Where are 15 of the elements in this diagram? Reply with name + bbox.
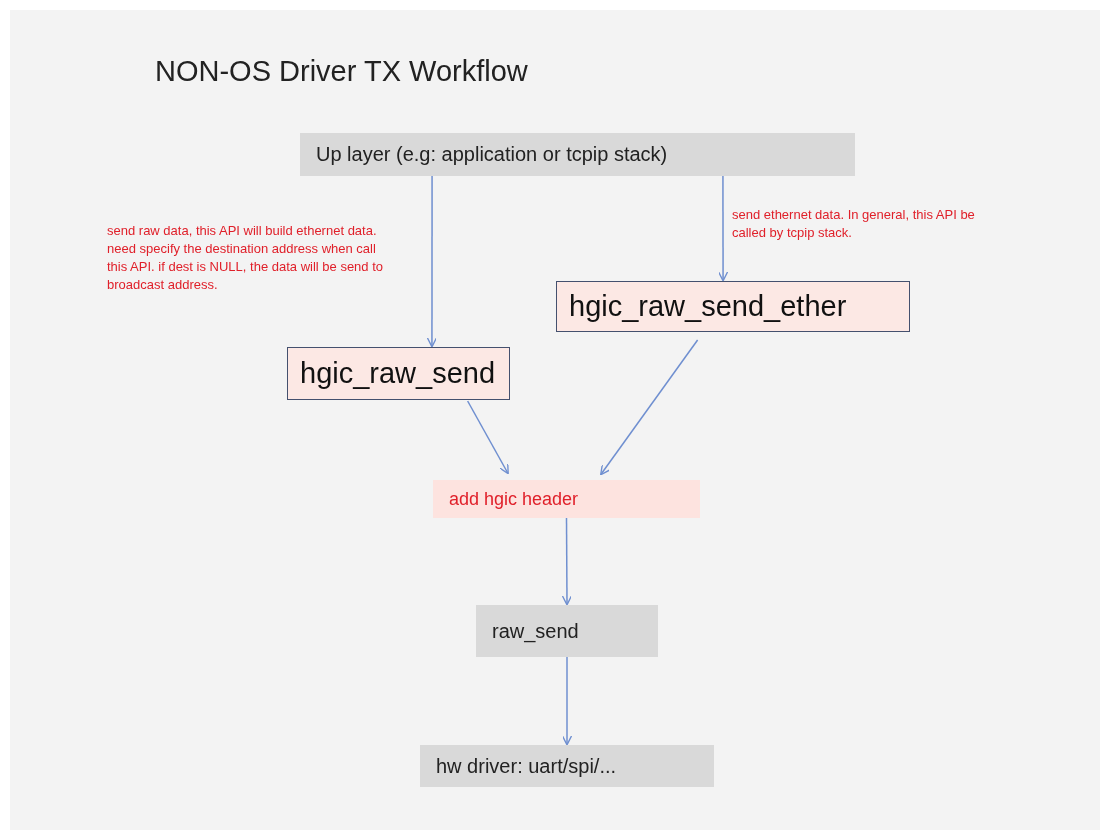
process-box: add hgic header <box>433 480 700 518</box>
arrow <box>561 656 573 746</box>
edge-label: send raw data, this API will build ethernet data. need specify the destination address when call this API. if dest is NULL, the data will be send to broadcast address. <box>107 222 385 294</box>
function-box: hgic_raw_send <box>287 347 510 400</box>
diagram-title: NON-OS Driver TX Workflow <box>155 54 528 89</box>
arrow <box>600 339 699 476</box>
function-box: hgic_raw_send_ether <box>556 281 910 332</box>
arrow <box>466 400 509 475</box>
process-box: raw_send <box>476 605 658 657</box>
process-box: Up layer (e.g: application or tcpip stack) <box>300 133 855 176</box>
arrow <box>717 175 729 282</box>
arrow <box>426 175 438 348</box>
edge-label: send ethernet data. In general, this API be called by tcpip stack. <box>732 206 976 242</box>
arrow <box>561 517 573 606</box>
process-box: hw driver: uart/spi/... <box>420 745 714 787</box>
